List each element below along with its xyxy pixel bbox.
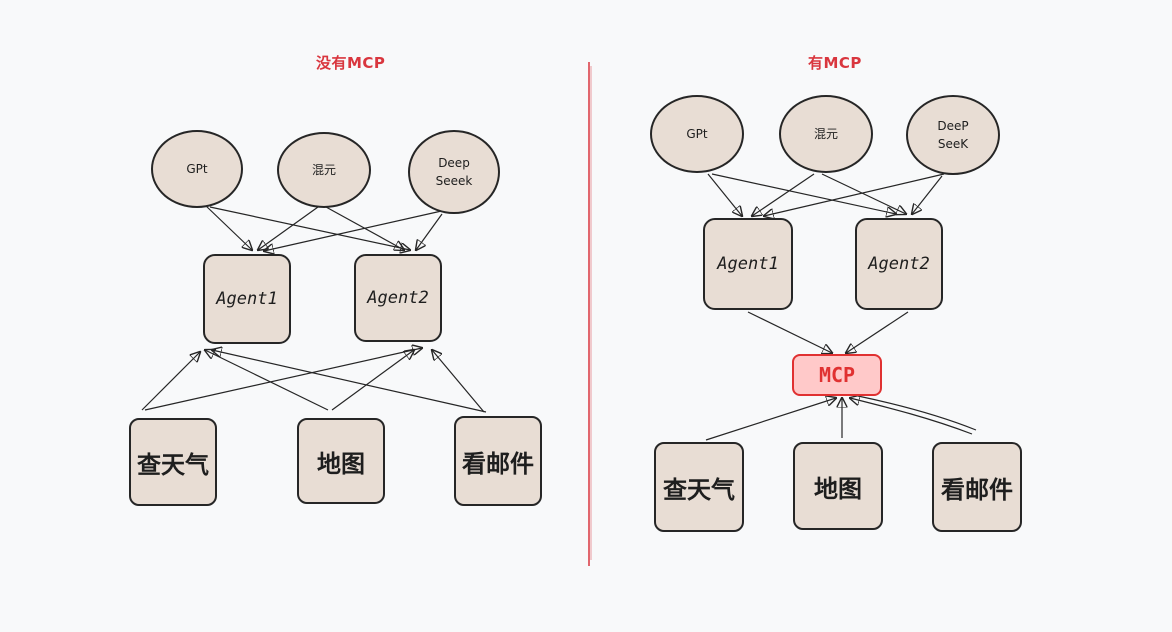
- tool-label: 看邮件: [941, 475, 1013, 504]
- tool-label: 查天气: [663, 475, 735, 504]
- left-model-agent-arrows: [204, 204, 447, 251]
- tool-label: 地图: [317, 449, 365, 478]
- tool-label: 地图: [814, 474, 862, 503]
- right-model-gpt: GPt: [650, 95, 744, 173]
- tool-label: 查天气: [137, 450, 209, 479]
- left-tool-email: 看邮件: [454, 416, 542, 506]
- left-model-gpt: GPt: [151, 130, 243, 208]
- mcp-label: MCP: [818, 363, 856, 387]
- model-label: 混元: [813, 127, 838, 141]
- right-tool-mcp-arrows: [705, 396, 977, 441]
- right-panel-title: 有MCP: [808, 54, 862, 72]
- right-tool-map: 地图: [793, 442, 883, 530]
- right-model-agent-arrows: [707, 173, 945, 216]
- model-label: DeeP SeeK: [937, 119, 969, 151]
- right-agent-2: Agent2: [855, 218, 943, 310]
- left-model-deepseek: Deep Seeek: [408, 130, 500, 214]
- agent-label: Agent2: [868, 254, 930, 274]
- agent-label: Agent1: [216, 289, 278, 309]
- right-model-hunyuan: 混元: [779, 95, 873, 173]
- right-agent-mcp-arrows: [747, 311, 909, 353]
- right-tool-weather: 查天气: [654, 442, 744, 532]
- left-model-hunyuan: 混元: [277, 132, 371, 208]
- tool-label: 看邮件: [462, 449, 534, 478]
- left-tool-map: 地图: [297, 418, 385, 504]
- agent-label: Agent2: [367, 288, 429, 308]
- left-tool-agent-arrows: [141, 348, 487, 413]
- right-tool-email: 看邮件: [932, 442, 1022, 532]
- right-model-deepseek: DeeP SeeK: [906, 95, 1000, 175]
- model-label: 混元: [311, 163, 336, 177]
- left-agent-1: Agent1: [203, 254, 291, 344]
- left-tool-weather: 查天气: [129, 418, 217, 506]
- model-label: GPt: [186, 162, 208, 176]
- model-label: Deep Seeek: [435, 156, 473, 188]
- right-agent-1: Agent1: [703, 218, 793, 310]
- agent-label: Agent1: [717, 254, 779, 274]
- left-agent-2: Agent2: [354, 254, 442, 342]
- model-label: GPt: [686, 127, 708, 141]
- mcp-box: MCP: [792, 354, 882, 396]
- left-panel-title: 没有MCP: [316, 54, 386, 72]
